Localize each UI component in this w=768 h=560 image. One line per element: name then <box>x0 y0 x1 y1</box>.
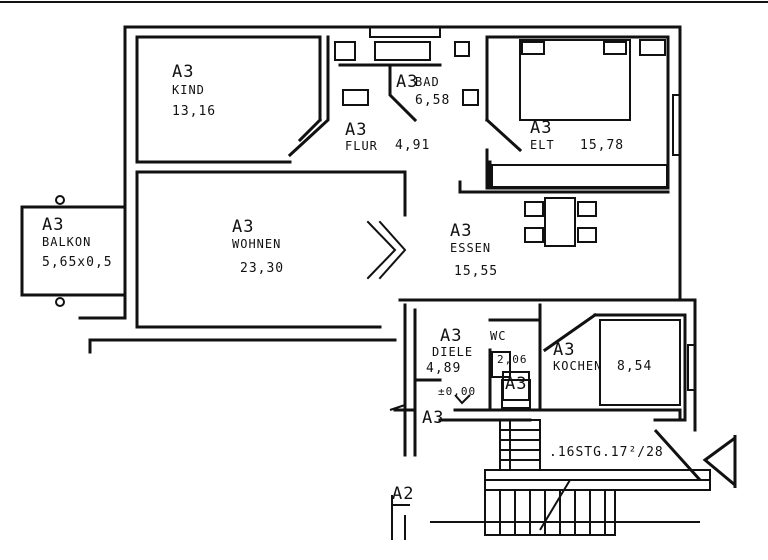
room-balkon-unit: A3 <box>42 215 65 235</box>
room-kochen-unit: A3 <box>553 340 576 360</box>
room-wohnen-name: WOHNEN <box>232 237 282 251</box>
room-bad-name: BAD <box>415 75 440 89</box>
fixtures <box>335 40 680 408</box>
room-kochen-name: KOCHEN <box>553 359 603 373</box>
room-wc-name: WC <box>490 329 507 343</box>
room-essen-area: 15,55 <box>454 264 499 279</box>
room-kochen-area: 8,54 <box>617 359 653 374</box>
room-elt-area: 15,78 <box>580 138 625 153</box>
unit-a3-entry-label: A3 <box>422 408 445 428</box>
room-elt-name: ELT <box>530 138 555 152</box>
room-kind-name: KIND <box>172 83 205 97</box>
misc-marks <box>390 372 529 540</box>
room-flur-unit: A3 <box>345 120 368 140</box>
room-diele-area: 4,89 <box>426 361 462 376</box>
room-wohnen-area: 23,30 <box>240 261 285 276</box>
room-diele-unit: A3 <box>440 326 463 346</box>
room-wc-area: 2,06 <box>497 353 528 366</box>
staircase <box>430 420 735 535</box>
stairs-label: .16STG.17²/28 <box>549 445 664 460</box>
balcony-outline <box>22 196 125 306</box>
room-wohnen-unit: A3 <box>232 217 255 237</box>
room-kind-unit: A3 <box>172 62 195 82</box>
room-essen-unit: A3 <box>450 221 473 241</box>
folding-door <box>368 222 405 278</box>
unit-a2-label: A2 <box>392 484 415 504</box>
room-kind-area: 13,16 <box>172 104 217 119</box>
room-balkon-area: 5,65x0,5 <box>42 255 113 270</box>
room-bad-area: 6,58 <box>415 93 451 108</box>
room-flur-area: 4,91 <box>395 138 431 153</box>
room-diele-name: DIELE <box>432 345 474 359</box>
windows <box>370 27 695 390</box>
unit-a3-box-label: A3 <box>505 374 528 394</box>
room-bad-unit: A3 <box>396 72 419 92</box>
outer-walls <box>80 27 695 430</box>
room-balkon-name: BALKON <box>42 235 92 249</box>
room-flur-name: FLUR <box>345 139 378 153</box>
room-elt-unit: A3 <box>530 118 553 138</box>
room-essen-name: ESSEN <box>450 241 492 255</box>
level-marker: ±0,00 <box>438 385 477 398</box>
